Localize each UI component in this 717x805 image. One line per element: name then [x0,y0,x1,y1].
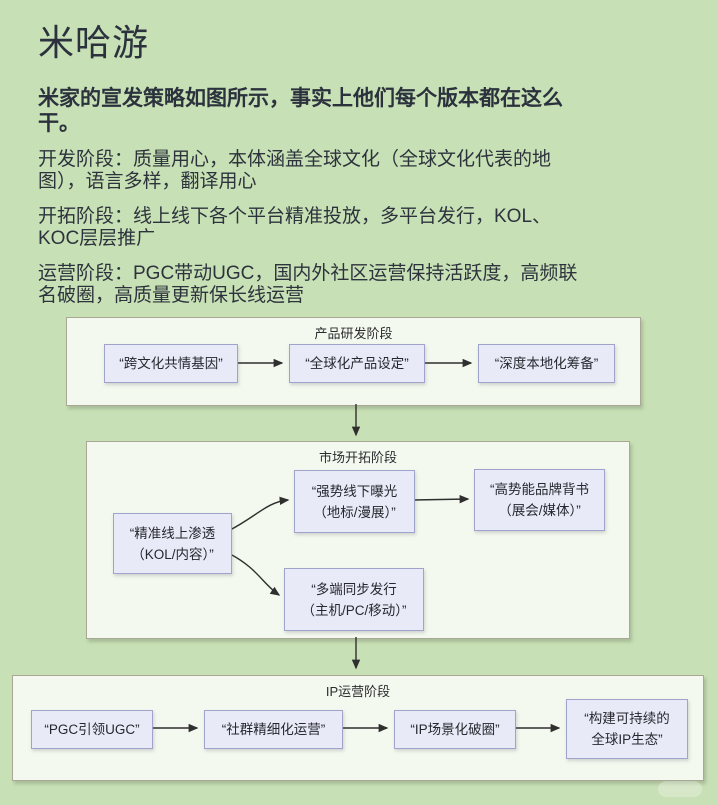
flow-node-brand-endorsement: “高势能品牌背书 （展会/媒体）” [474,469,605,531]
flow-node-offline-exposure: “强势线下曝光 （地标/漫展）” [294,470,415,533]
stage-label: 市场开拓阶段 [318,450,397,465]
node-label: “IP场景化破圈” [410,722,500,737]
node-label-line: （主机/PC/移动）” [301,602,407,618]
flow-node-ip-scene-breakout: “IP场景化破圈” [394,710,516,749]
node-label-line: “构建可持续的 [584,711,670,726]
node-label-line: （KOL/内容）” [131,546,214,562]
node-label-line: “高势能品牌背书 [490,482,589,497]
watermark [658,781,702,797]
stage-label: IP运营阶段 [325,684,391,699]
paragraph-operation-stage: 运营阶段：PGC带动UGC，国内外社区运营保持活跃度，高频联 名破圈，高质量更新… [38,263,679,307]
flow-node-pgc-leads-ugc: “PGC引领UGC” [31,710,153,749]
paragraph-line: 图），语言多样，翻译用心 [38,171,257,192]
flow-node-online-penetration: “精准线上渗透 （KOL/内容）” [113,513,232,574]
paragraph-line: 开发阶段：质量用心，本体涵盖全球文化（全球文化代表的地 [38,149,552,170]
paragraph-line: 名破圈，高质量更新保长线运营 [38,285,305,306]
paragraph-expansion-stage: 开拓阶段：线上线下各个平台精准投放，多平台发行，KOL、 KOC层层推广 [38,206,679,250]
node-label-line: （展会/媒体）” [498,503,581,518]
arrow-connector [229,553,281,596]
node-label: “PGC引领UGC” [44,722,140,737]
connector-stage2-stage3 [351,637,361,670]
flow-node-global-product-design: “全球化产品设定” [289,344,425,383]
intro-line-1: 米家的宣发策略如图所示，事实上他们每个版本都在这么 [38,87,563,110]
node-label: “全球化产品设定” [305,356,409,371]
node-label-line: （地标/漫展）” [313,504,396,520]
page-title: 米哈游 [38,22,150,63]
flow-node-multi-platform-release: “多端同步发行 （主机/PC/移动）” [284,568,424,631]
intro-line-2: 干。 [38,112,80,135]
intro-paragraph: 米家的宣发策略如图所示，事实上他们每个版本都在这么 干。 [38,86,679,136]
node-label: “社群精细化运营” [221,722,326,737]
node-label-line: “强势线下曝光 [311,483,398,499]
stage-panel-market-expansion: 市场开拓阶段 “精准线上渗透 （KOL/内容）” “强势线下曝光 （地标/漫展）… [86,441,630,639]
flow-node-cross-culture-gene: “跨文化共情基因” [104,344,238,383]
arrow-connector [229,496,290,531]
connector-stage1-stage2 [351,404,361,437]
stage-label: 产品研发阶段 [314,326,393,341]
paragraph-development-stage: 开发阶段：质量用心，本体涵盖全球文化（全球文化代表的地 图），语言多样，翻译用心 [38,149,679,193]
node-label-line: “精准线上渗透 [129,525,216,541]
node-label-line: 全球IP生态” [591,732,663,747]
node-label-line: “多端同步发行 [311,581,397,597]
stage-panel-ip-operation: IP运营阶段 “PGC引领UGC” “社群精细化运营” “IP场景化破圈” “构… [12,675,704,781]
node-label: “跨文化共情基因” [119,356,223,371]
paragraph-line: KOC层层推广 [38,228,156,249]
paragraph-line: 开拓阶段：线上线下各个平台精准投放，多平台发行，KOL、 [38,206,552,227]
stage-panel-product-rd: 产品研发阶段 “跨文化共情基因” “全球化产品设定” “深度本地化筹备” [66,317,641,406]
flow-node-deep-localization: “深度本地化筹备” [478,344,615,383]
paragraph-line: 运营阶段：PGC带动UGC，国内外社区运营保持活跃度，高频联 [38,263,578,284]
flow-node-community-operation: “社群精细化运营” [204,710,343,749]
arrow-connector [412,494,470,504]
flow-node-sustainable-global-ip: “构建可持续的 全球IP生态” [566,699,688,759]
node-label: “深度本地化筹备” [494,356,599,371]
